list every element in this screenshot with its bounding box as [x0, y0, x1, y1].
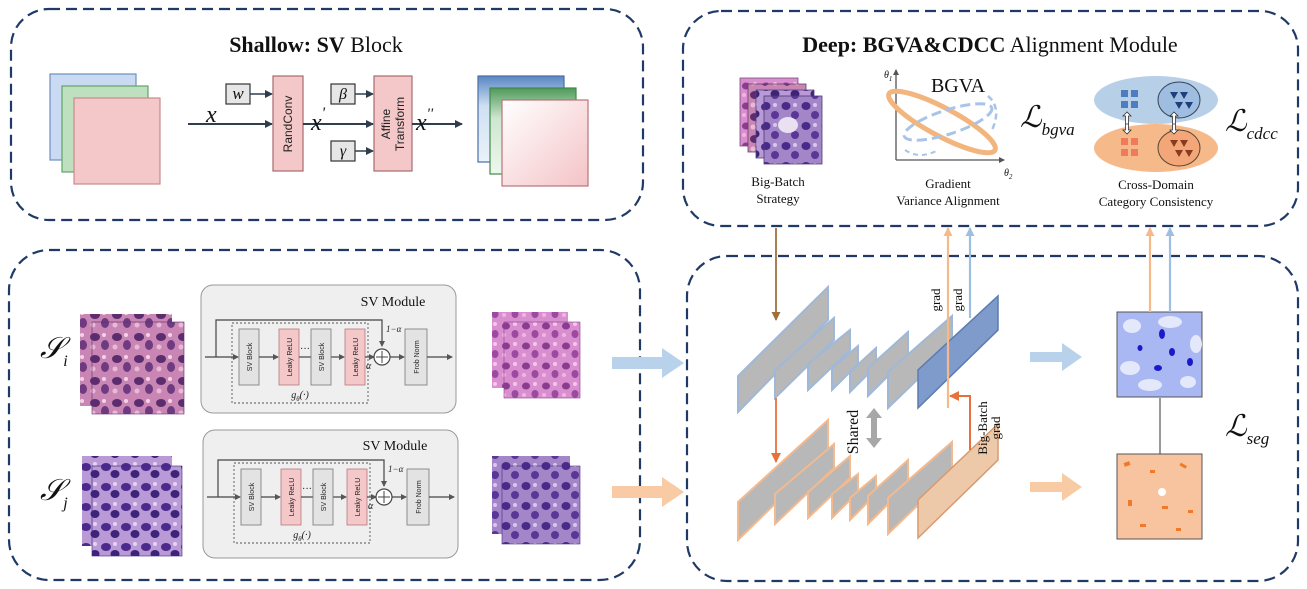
deep-panel-frame [681, 9, 1300, 228]
bigbatch-grad-label-2: grad [988, 416, 1003, 440]
big-batch-label-1: Big-Batch [751, 174, 805, 189]
orange-stream-arrow-left [612, 477, 684, 507]
one-minus-alpha-j: 1−α [388, 464, 404, 474]
sv-block-2-label-i: SV Block [319, 342, 326, 371]
si-input-image-stack [80, 314, 185, 415]
w-label: w [232, 84, 244, 103]
dots-label-j: ··· [302, 484, 312, 495]
alpha-j: α [368, 501, 374, 512]
cdcc-diagram [1094, 76, 1218, 172]
loss-seg: ℒseg [1225, 410, 1269, 448]
big-batch-image-stack [739, 77, 823, 165]
deep-title: Deep: BGVA&CDCC Alignment Module [802, 32, 1177, 57]
sv-module-internals-i [205, 319, 453, 404]
bigbatch-grad-arrow [949, 391, 971, 450]
gva-label-1: Gradient [925, 176, 971, 191]
alpha-i: α [366, 361, 372, 372]
x-mid-label: x' [310, 105, 326, 136]
deep-title-rest: Alignment Module [1005, 32, 1177, 57]
loss-bgva: ℒbgva [1020, 101, 1075, 139]
sv-module-panel-frame [7, 248, 642, 582]
lower-network-layers [737, 417, 999, 543]
upper-network-layers [737, 284, 999, 415]
shared-double-arrow [866, 408, 882, 448]
blue-stream-arrow-left [612, 348, 684, 378]
si-output-image-stack [492, 312, 581, 399]
affine-transform-box [373, 75, 413, 172]
input-image-stack [49, 73, 161, 185]
gva-label-2: Variance Alignment [896, 193, 1000, 208]
grad-label-2: grad [950, 288, 965, 312]
randconv-box [272, 75, 304, 172]
gamma-label: γ [340, 143, 347, 160]
cdcc-label-2: Category Consistency [1099, 194, 1214, 209]
affine-label: Affine [379, 108, 393, 139]
orange-stream-arrow-right [1030, 473, 1082, 501]
sv-module-internals-j [207, 459, 455, 544]
shallow-panel-frame [9, 7, 645, 222]
sv-block-2-label-j: SV Block [321, 482, 328, 511]
sj-input-image-stack [82, 456, 183, 557]
domain-sj-label: 𝒮j [40, 474, 71, 512]
segmentation-output-orange [1116, 453, 1203, 540]
dots-label-i: ··· [300, 344, 310, 355]
sj-output-image-stack [492, 456, 581, 545]
leaky-relu-1-label-i: Leaky ReLU [287, 338, 294, 377]
bgva-plot-title: BGVA [931, 75, 986, 97]
leaky-relu-1-label-j: Leaky ReLU [289, 478, 296, 517]
g-theta-i: gθ(·) [291, 390, 309, 403]
output-image-stack [477, 75, 589, 187]
x-out-label: x'' [415, 106, 434, 136]
sv-block-1-label-j: SV Block [249, 482, 256, 511]
leaky-relu-2-label-i: Leaky ReLU [353, 338, 360, 377]
domain-si-label: 𝒮i [40, 332, 71, 370]
grad-label-1: grad [928, 288, 943, 312]
one-minus-alpha-i: 1−α [386, 324, 402, 334]
cdcc-label-1: Cross-Domain [1118, 177, 1194, 192]
frob-norm-label-i: Frob Norm [414, 340, 421, 374]
segmentation-output-blue [1116, 311, 1203, 398]
deep-title-bold: Deep: BGVA&CDCC [802, 32, 1005, 57]
blue-stream-arrow-right [1030, 343, 1082, 371]
sv-module-title-j: SV Module [363, 439, 428, 454]
transform-label: Transform [393, 97, 407, 151]
bigbatch-grad-label-1: Big-Batch [975, 401, 990, 455]
shared-label: Shared [845, 410, 862, 454]
frob-norm-label-j: Frob Norm [416, 480, 423, 514]
loss-cdcc: ℒcdcc [1225, 105, 1278, 143]
sv-module-title-i: SV Module [361, 295, 426, 310]
shallow-title: Shallow: SV Block [229, 32, 403, 57]
x-input-label: x [205, 102, 217, 128]
leaky-relu-2-label-j: Leaky ReLU [355, 478, 362, 517]
bgva-plot [886, 69, 1005, 163]
theta2-label: θ2 [1004, 168, 1013, 181]
beta-label: β [338, 86, 347, 103]
big-batch-label-2: Strategy [756, 191, 800, 206]
shallow-title-bold: Shallow: SV [229, 32, 345, 57]
randconv-label: RandConv [281, 96, 295, 153]
sv-block-1-label-i: SV Block [247, 342, 254, 371]
theta1-label: θ1 [884, 70, 892, 83]
network-panel-frame [685, 254, 1300, 583]
g-theta-j: gθ(·) [293, 530, 311, 543]
shallow-title-rest: Block [345, 32, 403, 57]
